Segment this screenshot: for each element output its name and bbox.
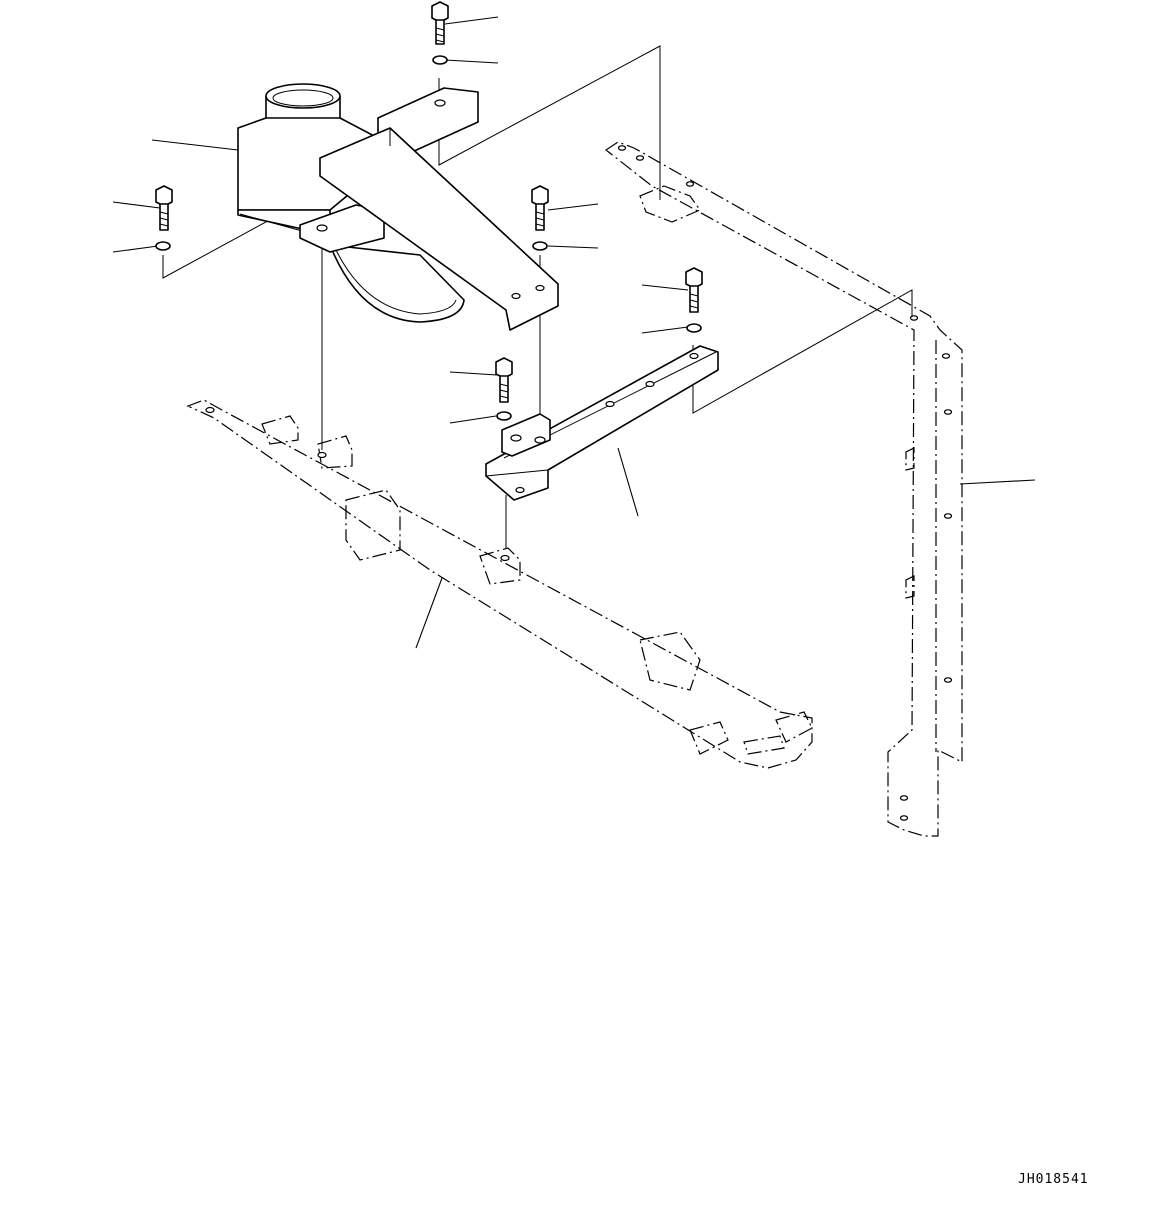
- washer-left: [155, 241, 171, 251]
- air-intake-duct: [237, 83, 465, 323]
- washer-lower: [496, 411, 512, 421]
- bolt-left: [155, 185, 173, 231]
- bolt-middle: [531, 185, 549, 231]
- bolt-right: [685, 267, 703, 313]
- lower-support-bracket: [485, 345, 719, 501]
- upper-channel-bracket: [319, 87, 559, 331]
- washer-top: [432, 55, 448, 65]
- bolt-top: [431, 1, 449, 45]
- frame-cross-member: [186, 399, 813, 769]
- washer-middle: [532, 241, 548, 251]
- washer-right: [686, 323, 702, 333]
- frame-upright: [604, 141, 963, 837]
- bolt-lower: [495, 357, 513, 403]
- drawing-number: JH018541: [1018, 1172, 1089, 1187]
- leader-lines: [112, 16, 1036, 649]
